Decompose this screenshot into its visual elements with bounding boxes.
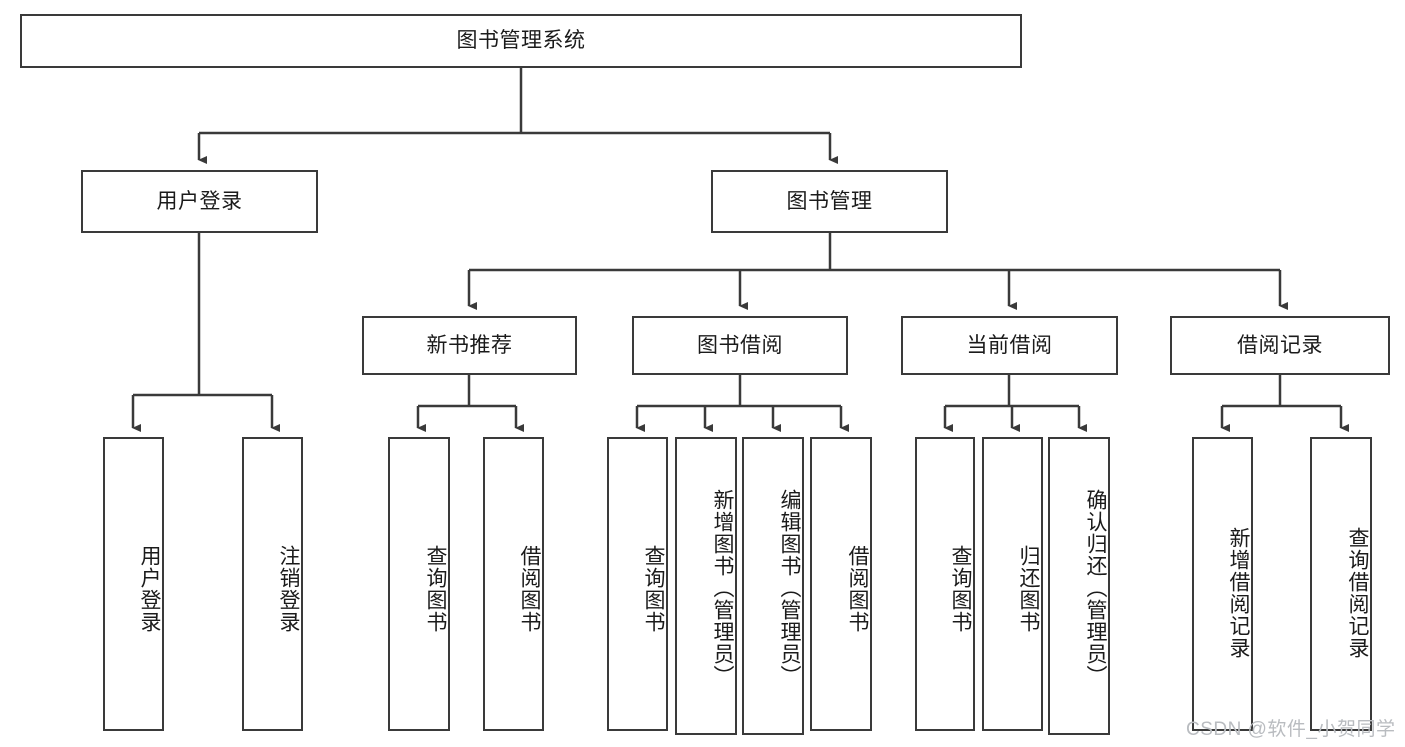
leaf-label: 借阅图书 [846, 545, 869, 633]
leaf-label: 注销登录 [277, 545, 300, 633]
leaf-label: 确认归还（管理员） [1084, 489, 1107, 687]
leaf-borrow-book-recommend: 借阅图书 [483, 437, 544, 731]
leaf-query-borrow-record: 查询借阅记录 [1310, 437, 1372, 731]
leaf-label: 归还图书 [1017, 545, 1040, 633]
leaf-query-book-current: 查询图书 [915, 437, 975, 731]
leaf-user-login: 用户登录 [103, 437, 164, 731]
watermark-text: CSDN @软件_小贺同学 [1186, 719, 1396, 740]
leaf-label: 新增图书（管理员） [711, 489, 734, 687]
node-book-borrow[interactable]: 图书借阅 [632, 316, 848, 375]
leaf-label: 查询借阅记录 [1346, 527, 1369, 659]
node-current-borrow[interactable]: 当前借阅 [901, 316, 1118, 375]
node-root-system[interactable]: 图书管理系统 [20, 14, 1022, 68]
leaf-add-borrow-record: 新增借阅记录 [1192, 437, 1253, 731]
leaf-label: 用户登录 [138, 545, 161, 633]
leaf-label: 查询图书 [642, 545, 665, 633]
leaf-confirm-return-admin: 确认归还（管理员） [1048, 437, 1110, 735]
leaf-label: 新增借阅记录 [1227, 527, 1250, 659]
leaf-borrow-book: 借阅图书 [810, 437, 872, 731]
leaf-add-book-admin: 新增图书（管理员） [675, 437, 737, 735]
leaf-edit-book-admin: 编辑图书（管理员） [742, 437, 804, 735]
leaf-return-book: 归还图书 [982, 437, 1043, 731]
leaf-label: 借阅图书 [518, 545, 541, 633]
node-new-book-recommend[interactable]: 新书推荐 [362, 316, 577, 375]
leaf-label: 编辑图书（管理员） [778, 489, 801, 687]
leaf-query-book-recommend: 查询图书 [388, 437, 450, 731]
node-user-login[interactable]: 用户登录 [81, 170, 318, 233]
leaf-label: 查询图书 [424, 545, 447, 633]
leaf-label: 查询图书 [949, 545, 972, 633]
leaf-logout: 注销登录 [242, 437, 303, 731]
node-borrow-record[interactable]: 借阅记录 [1170, 316, 1390, 375]
leaf-query-book-borrow: 查询图书 [607, 437, 668, 731]
node-book-management[interactable]: 图书管理 [711, 170, 948, 233]
